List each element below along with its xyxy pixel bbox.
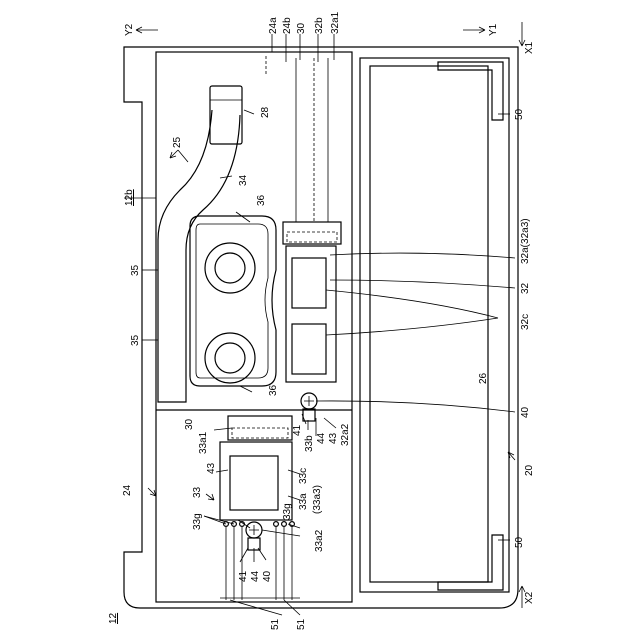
label-36-top: 36 (256, 194, 267, 206)
label-33g-left: 33g (192, 513, 203, 530)
chip-32c-2 (292, 324, 326, 374)
label-28: 28 (260, 106, 271, 118)
label-36-bot: 36 (268, 384, 279, 396)
label-43-mid: 43 (328, 432, 339, 444)
label-33c: 33c (298, 468, 309, 484)
display-panel-outer (360, 58, 509, 592)
label-32a2: 32a2 (340, 423, 351, 446)
label-12b: 12b (124, 189, 135, 206)
screw-40-low-cross (249, 525, 259, 535)
outer-housing (124, 47, 518, 608)
axis-x1: X1 (524, 41, 535, 54)
label-40-low: 40 (262, 570, 273, 582)
label-32b: 32b (314, 17, 325, 34)
label-25: 25 (172, 136, 183, 148)
label-40-right: 40 (520, 406, 531, 418)
label-34: 34 (238, 174, 249, 186)
label-41-low: 41 (238, 570, 249, 582)
heat-pipe-outer (158, 110, 240, 402)
label-32: 32 (520, 282, 531, 294)
label-33a1: 33a1 (198, 431, 209, 454)
label-33: 33 (192, 486, 203, 498)
connector-top-inner (287, 232, 337, 242)
label-33a: 33a (298, 493, 309, 510)
label-24a: 24a (268, 17, 279, 34)
label-fig-12: 12 (108, 612, 119, 624)
axis-y2: Y2 (124, 23, 135, 36)
heat-pipe-cap-28 (210, 86, 242, 144)
axis-y1: Y1 (488, 23, 499, 36)
bracket-50-bottom (438, 535, 503, 590)
cable-51-a (226, 527, 242, 600)
fan-2-inner (215, 343, 245, 373)
screw-40-top-cross (304, 396, 314, 406)
label-33g-right: 33g (282, 503, 293, 520)
label-26: 26 (478, 372, 489, 384)
label-32c: 32c (520, 314, 531, 330)
fan-1-inner (215, 253, 245, 283)
clip-44-top (303, 409, 315, 421)
bracket-50-top (438, 62, 503, 120)
label-32a: 32a(32a3) (520, 218, 531, 264)
label-24: 24 (122, 484, 133, 496)
connector-top (283, 222, 341, 244)
label-44-low: 44 (250, 570, 261, 582)
fan-housing-inner (196, 224, 268, 378)
cable-51-b (276, 527, 292, 600)
label-41-mid: 41 (292, 424, 303, 436)
chip-33c (230, 456, 278, 510)
label-50-top: 50 (514, 108, 525, 120)
label-24b: 24b (282, 17, 293, 34)
label-32a1-top: 32a1 (330, 11, 341, 34)
label-30-top: 30 (296, 22, 307, 34)
label-33a2: 33a2 (314, 529, 325, 552)
label-33b: 33b (304, 435, 315, 452)
label-51-a: 51 (270, 618, 281, 630)
label-50-bot: 50 (514, 536, 525, 548)
label-20: 20 (524, 464, 535, 476)
label-33a3: (33a3) (312, 485, 323, 514)
axis-x2: X2 (524, 591, 535, 604)
label-44-mid: 44 (316, 432, 327, 444)
label-51-b: 51 (296, 618, 307, 630)
fan-2-outer (205, 333, 255, 383)
chip-32c-1 (292, 258, 326, 308)
label-43-low: 43 (206, 462, 217, 474)
connector-33a1-inner (232, 428, 288, 438)
display-panel-inner (370, 66, 488, 582)
label-30-mid: 30 (184, 418, 195, 430)
fan-1-outer (205, 243, 255, 293)
fan-housing (190, 216, 276, 386)
board-32 (286, 246, 336, 382)
label-35-a: 35 (130, 264, 141, 276)
label-35-b: 35 (130, 334, 141, 346)
